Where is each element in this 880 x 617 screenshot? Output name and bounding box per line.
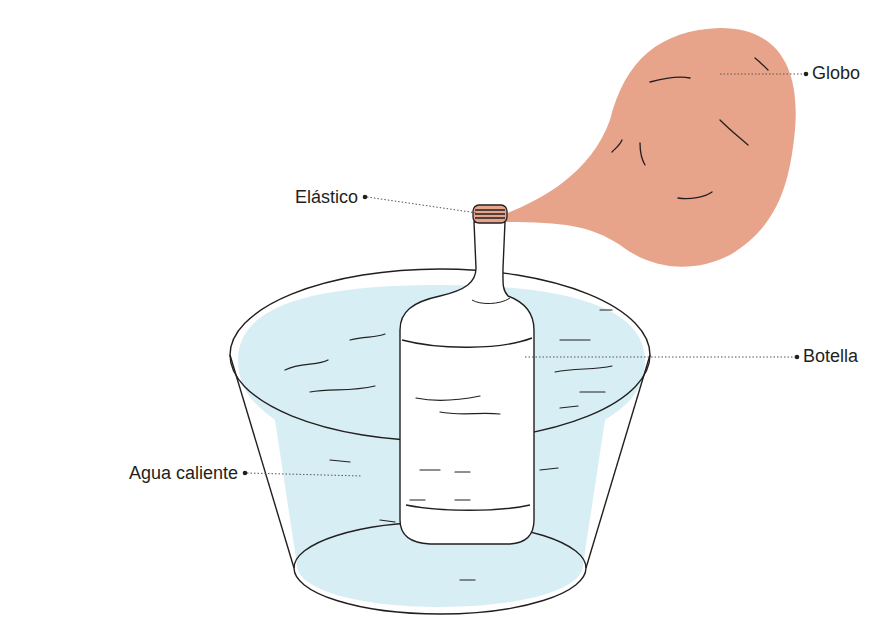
part-label: Botella xyxy=(803,345,858,367)
part-label: Globo xyxy=(812,62,860,84)
balloon xyxy=(505,28,796,267)
leader-lines xyxy=(247,74,804,476)
part-label: Elástico xyxy=(295,186,358,208)
bottle xyxy=(400,222,534,544)
balloon-creases xyxy=(612,58,768,199)
leader-dots xyxy=(243,72,809,476)
elastic-band xyxy=(473,205,507,223)
part-label: Agua caliente xyxy=(129,462,238,484)
water-ripples xyxy=(285,310,612,580)
